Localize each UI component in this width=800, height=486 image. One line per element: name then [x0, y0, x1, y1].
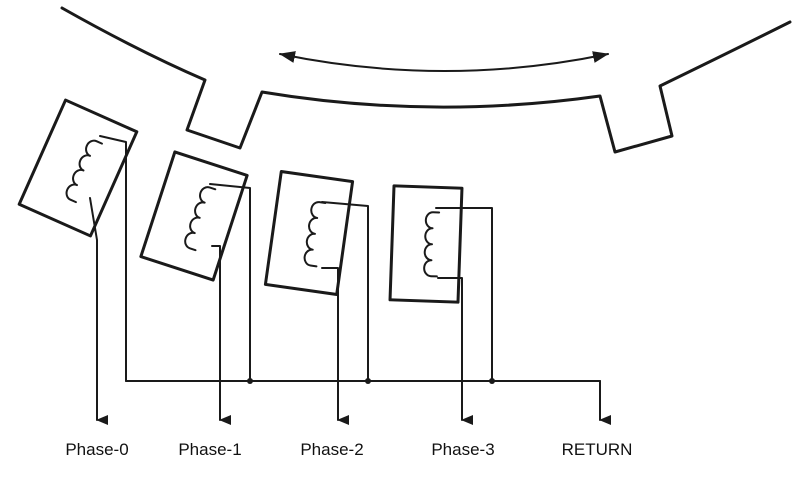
wire-phase-1	[211, 245, 231, 425]
junction-phase-2	[365, 378, 371, 384]
label-phase-3: Phase-3	[431, 440, 495, 459]
junction-phase-3	[489, 378, 495, 384]
wire-phase-0	[89, 197, 108, 425]
coil-phase-0	[17, 98, 139, 238]
coil-phase-3	[388, 184, 464, 304]
wire-phase-2-return	[321, 201, 369, 382]
coil-phase-2	[263, 170, 355, 296]
label-phase-2: Phase-2	[300, 440, 364, 459]
label-phase-0: Phase-0	[65, 440, 129, 459]
wire-phase-1-return	[209, 183, 251, 382]
label-phase-1: Phase-1	[178, 440, 242, 459]
junction-phase-1	[247, 378, 253, 384]
wire-phase-3-return	[435, 207, 493, 382]
wire-phase-0-return	[99, 135, 127, 382]
rotation-arrow	[279, 51, 609, 72]
coil-phase-1	[139, 150, 249, 282]
wire-phase-2	[321, 267, 349, 425]
label-return: RETURN	[561, 440, 633, 459]
rotor-outline	[60, 6, 792, 154]
wire-phase-3	[437, 277, 473, 425]
